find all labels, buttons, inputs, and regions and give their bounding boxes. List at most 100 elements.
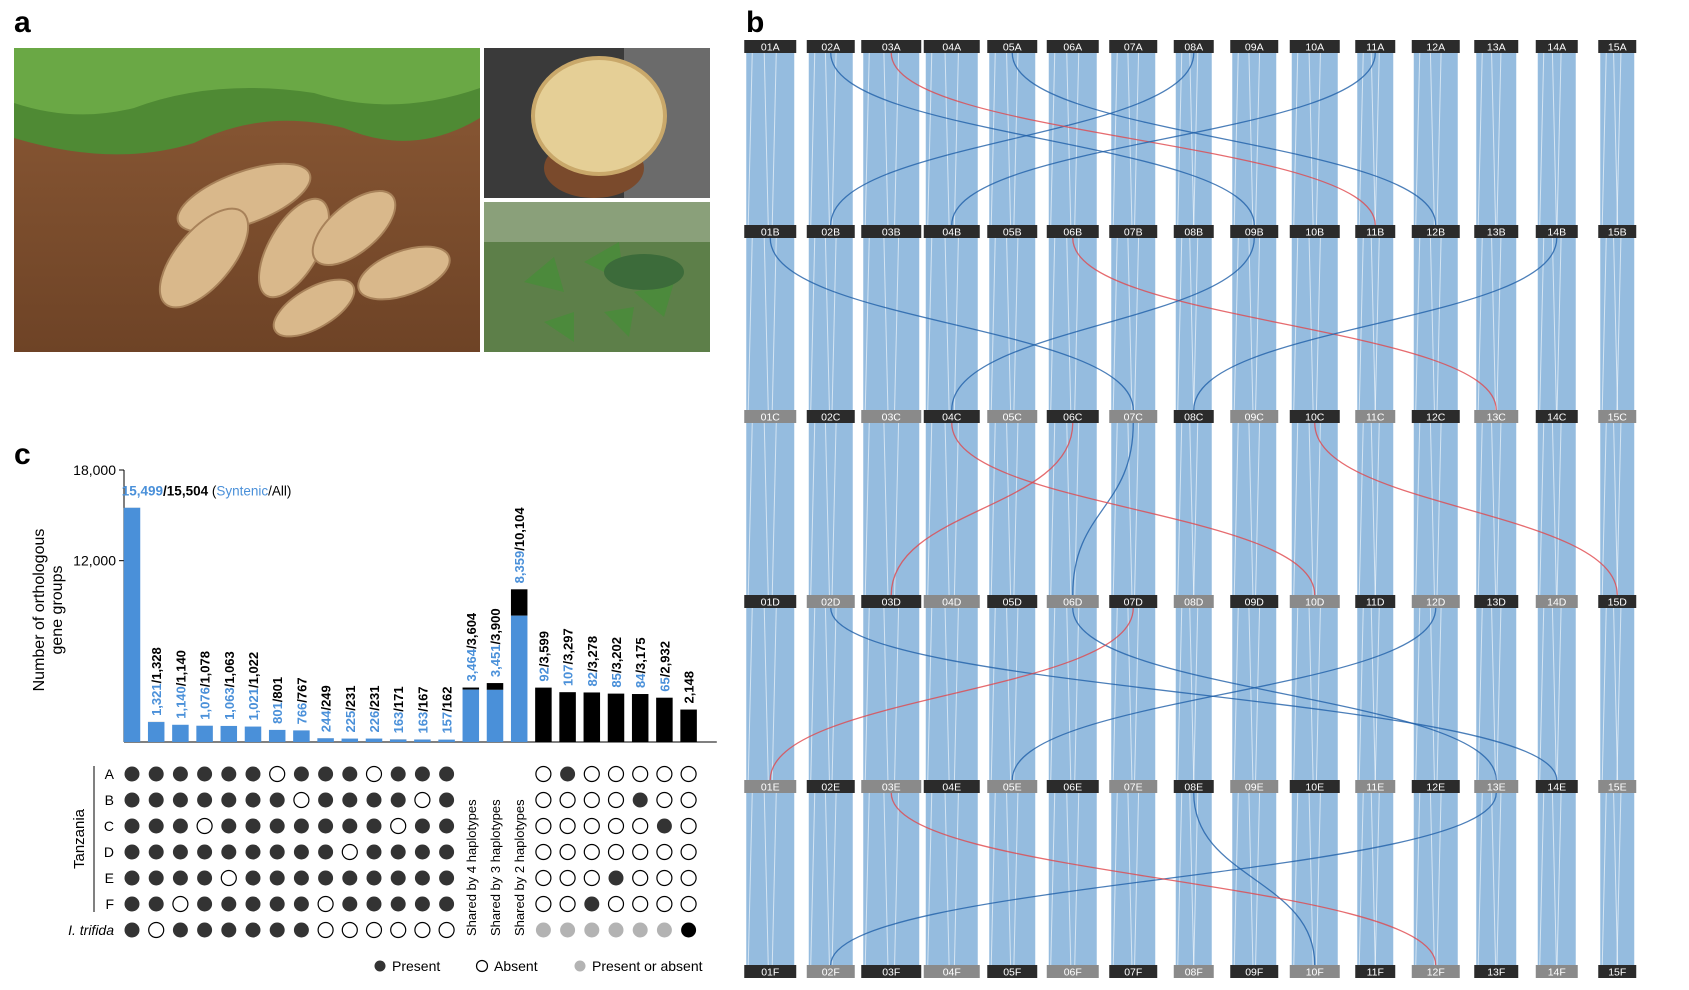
synteny-streak bbox=[1556, 607, 1562, 781]
chromosome-label-box bbox=[987, 965, 1038, 978]
synteny-streak bbox=[894, 607, 900, 781]
bar-syntenic bbox=[462, 689, 480, 742]
chromosome-label: 14A bbox=[1547, 42, 1566, 54]
bar-syntenic bbox=[147, 722, 165, 742]
matrix-dot bbox=[583, 869, 600, 887]
matrix-dot bbox=[245, 766, 261, 782]
synteny-streak bbox=[763, 237, 769, 411]
synteny-streak bbox=[1429, 422, 1435, 596]
matrix-dot bbox=[245, 844, 261, 860]
matrix-dot bbox=[607, 791, 625, 809]
synteny-streak bbox=[953, 422, 959, 596]
synteny-streak bbox=[1616, 237, 1622, 411]
synteny-streak bbox=[1308, 422, 1314, 596]
synteny-streak bbox=[771, 52, 777, 226]
matrix-dot bbox=[342, 766, 358, 782]
matrix-dot bbox=[366, 844, 382, 860]
bar-syntenic bbox=[510, 615, 528, 742]
synteny-streak bbox=[1551, 607, 1557, 781]
matrix-dot bbox=[414, 818, 430, 834]
chromosome-label-box bbox=[1230, 225, 1279, 238]
synteny-streak bbox=[763, 792, 769, 966]
matrix-dot bbox=[341, 921, 358, 939]
matrix-dot bbox=[172, 870, 188, 886]
matrix-dot bbox=[269, 765, 286, 783]
bar-syntenic bbox=[414, 739, 431, 742]
bar-syntenic bbox=[341, 738, 359, 742]
synteny-streak bbox=[1308, 237, 1314, 411]
synteny-streak bbox=[1006, 792, 1012, 966]
synteny-block-01B bbox=[746, 238, 795, 410]
matrix-dot bbox=[390, 766, 406, 782]
matrix-dot bbox=[196, 817, 213, 835]
matrix-shared-label: Shared by 3 haplotypes bbox=[488, 799, 503, 936]
chromosome-label-box bbox=[923, 40, 980, 53]
chromosome-label-box bbox=[744, 780, 797, 793]
synteny-block-14C bbox=[1537, 423, 1576, 595]
synteny-block-11E bbox=[1357, 793, 1394, 965]
chromosome-label: 03B bbox=[882, 227, 901, 239]
synteny-streak bbox=[1066, 792, 1072, 966]
chromosome-label-box bbox=[1474, 40, 1519, 53]
chromosome-label-box bbox=[1046, 40, 1099, 53]
chromosome-label-box bbox=[923, 965, 980, 978]
synteny-streak bbox=[763, 422, 769, 596]
synteny-streak bbox=[824, 237, 830, 411]
matrix-dot bbox=[681, 922, 697, 938]
chromosome-label-box bbox=[1355, 225, 1396, 238]
matrix-dot bbox=[414, 870, 430, 886]
chromosome-label-box bbox=[1230, 780, 1279, 793]
matrix-dot bbox=[607, 765, 625, 783]
matrix-dot bbox=[269, 792, 285, 808]
synteny-streak bbox=[1616, 422, 1622, 596]
matrix-dot bbox=[293, 766, 309, 782]
chromosome-label: 10C bbox=[1305, 412, 1325, 424]
synteny-streak bbox=[1616, 52, 1622, 226]
chromosome-label: 11D bbox=[1366, 597, 1385, 609]
chromosome-label-box bbox=[987, 780, 1038, 793]
chromosome-label: 01C bbox=[761, 412, 781, 424]
matrix-dot bbox=[390, 896, 406, 912]
matrix-dot bbox=[439, 896, 455, 912]
synteny-streak bbox=[771, 237, 777, 411]
synteny-streak bbox=[927, 422, 933, 596]
chromosome-label: 01D bbox=[761, 597, 781, 609]
synteny-streak bbox=[1293, 237, 1299, 411]
synteny-streak bbox=[944, 607, 950, 781]
matrix-dot bbox=[559, 895, 576, 913]
synteny-block-07B bbox=[1111, 238, 1156, 410]
chromosome-label: 08C bbox=[1184, 412, 1204, 424]
synteny-streak bbox=[1193, 237, 1199, 411]
chromosome-label: 12A bbox=[1426, 42, 1445, 54]
synteny-block-04C bbox=[925, 423, 978, 595]
synteny-streak bbox=[1074, 237, 1080, 411]
synteny-streak bbox=[747, 607, 753, 781]
synteny-streak bbox=[927, 792, 933, 966]
synteny-streak bbox=[1556, 792, 1562, 966]
synteny-streak bbox=[1134, 607, 1140, 781]
synteny-streak bbox=[1436, 792, 1442, 966]
synteny-streak bbox=[1006, 52, 1012, 226]
chromosome-label-box bbox=[1109, 225, 1158, 238]
synteny-block-05D bbox=[989, 608, 1036, 780]
synteny-streak bbox=[771, 422, 777, 596]
synteny-streak bbox=[927, 52, 933, 226]
synteny-streak bbox=[1613, 792, 1619, 966]
synteny-block-02E bbox=[808, 793, 853, 965]
synteny-streak bbox=[810, 422, 816, 596]
synteny-streak bbox=[1370, 422, 1376, 596]
matrix-dot bbox=[656, 869, 673, 887]
synteny-streak bbox=[1551, 237, 1557, 411]
bar-value-label: 163/171 bbox=[391, 686, 406, 733]
sweet-potato-roots-photo bbox=[14, 48, 480, 352]
chromosome-label-box bbox=[1289, 965, 1340, 978]
synteny-streak bbox=[953, 607, 959, 781]
synteny-streak bbox=[1127, 422, 1133, 596]
synteny-streak bbox=[894, 52, 900, 226]
matrix-dot bbox=[293, 818, 309, 834]
chromosome-label-box bbox=[1411, 965, 1460, 978]
synteny-block-13B bbox=[1476, 238, 1517, 410]
matrix-dot bbox=[414, 896, 430, 912]
chromosome-label: 07B bbox=[1124, 227, 1143, 239]
chromosome-label: 09E bbox=[1245, 782, 1264, 794]
